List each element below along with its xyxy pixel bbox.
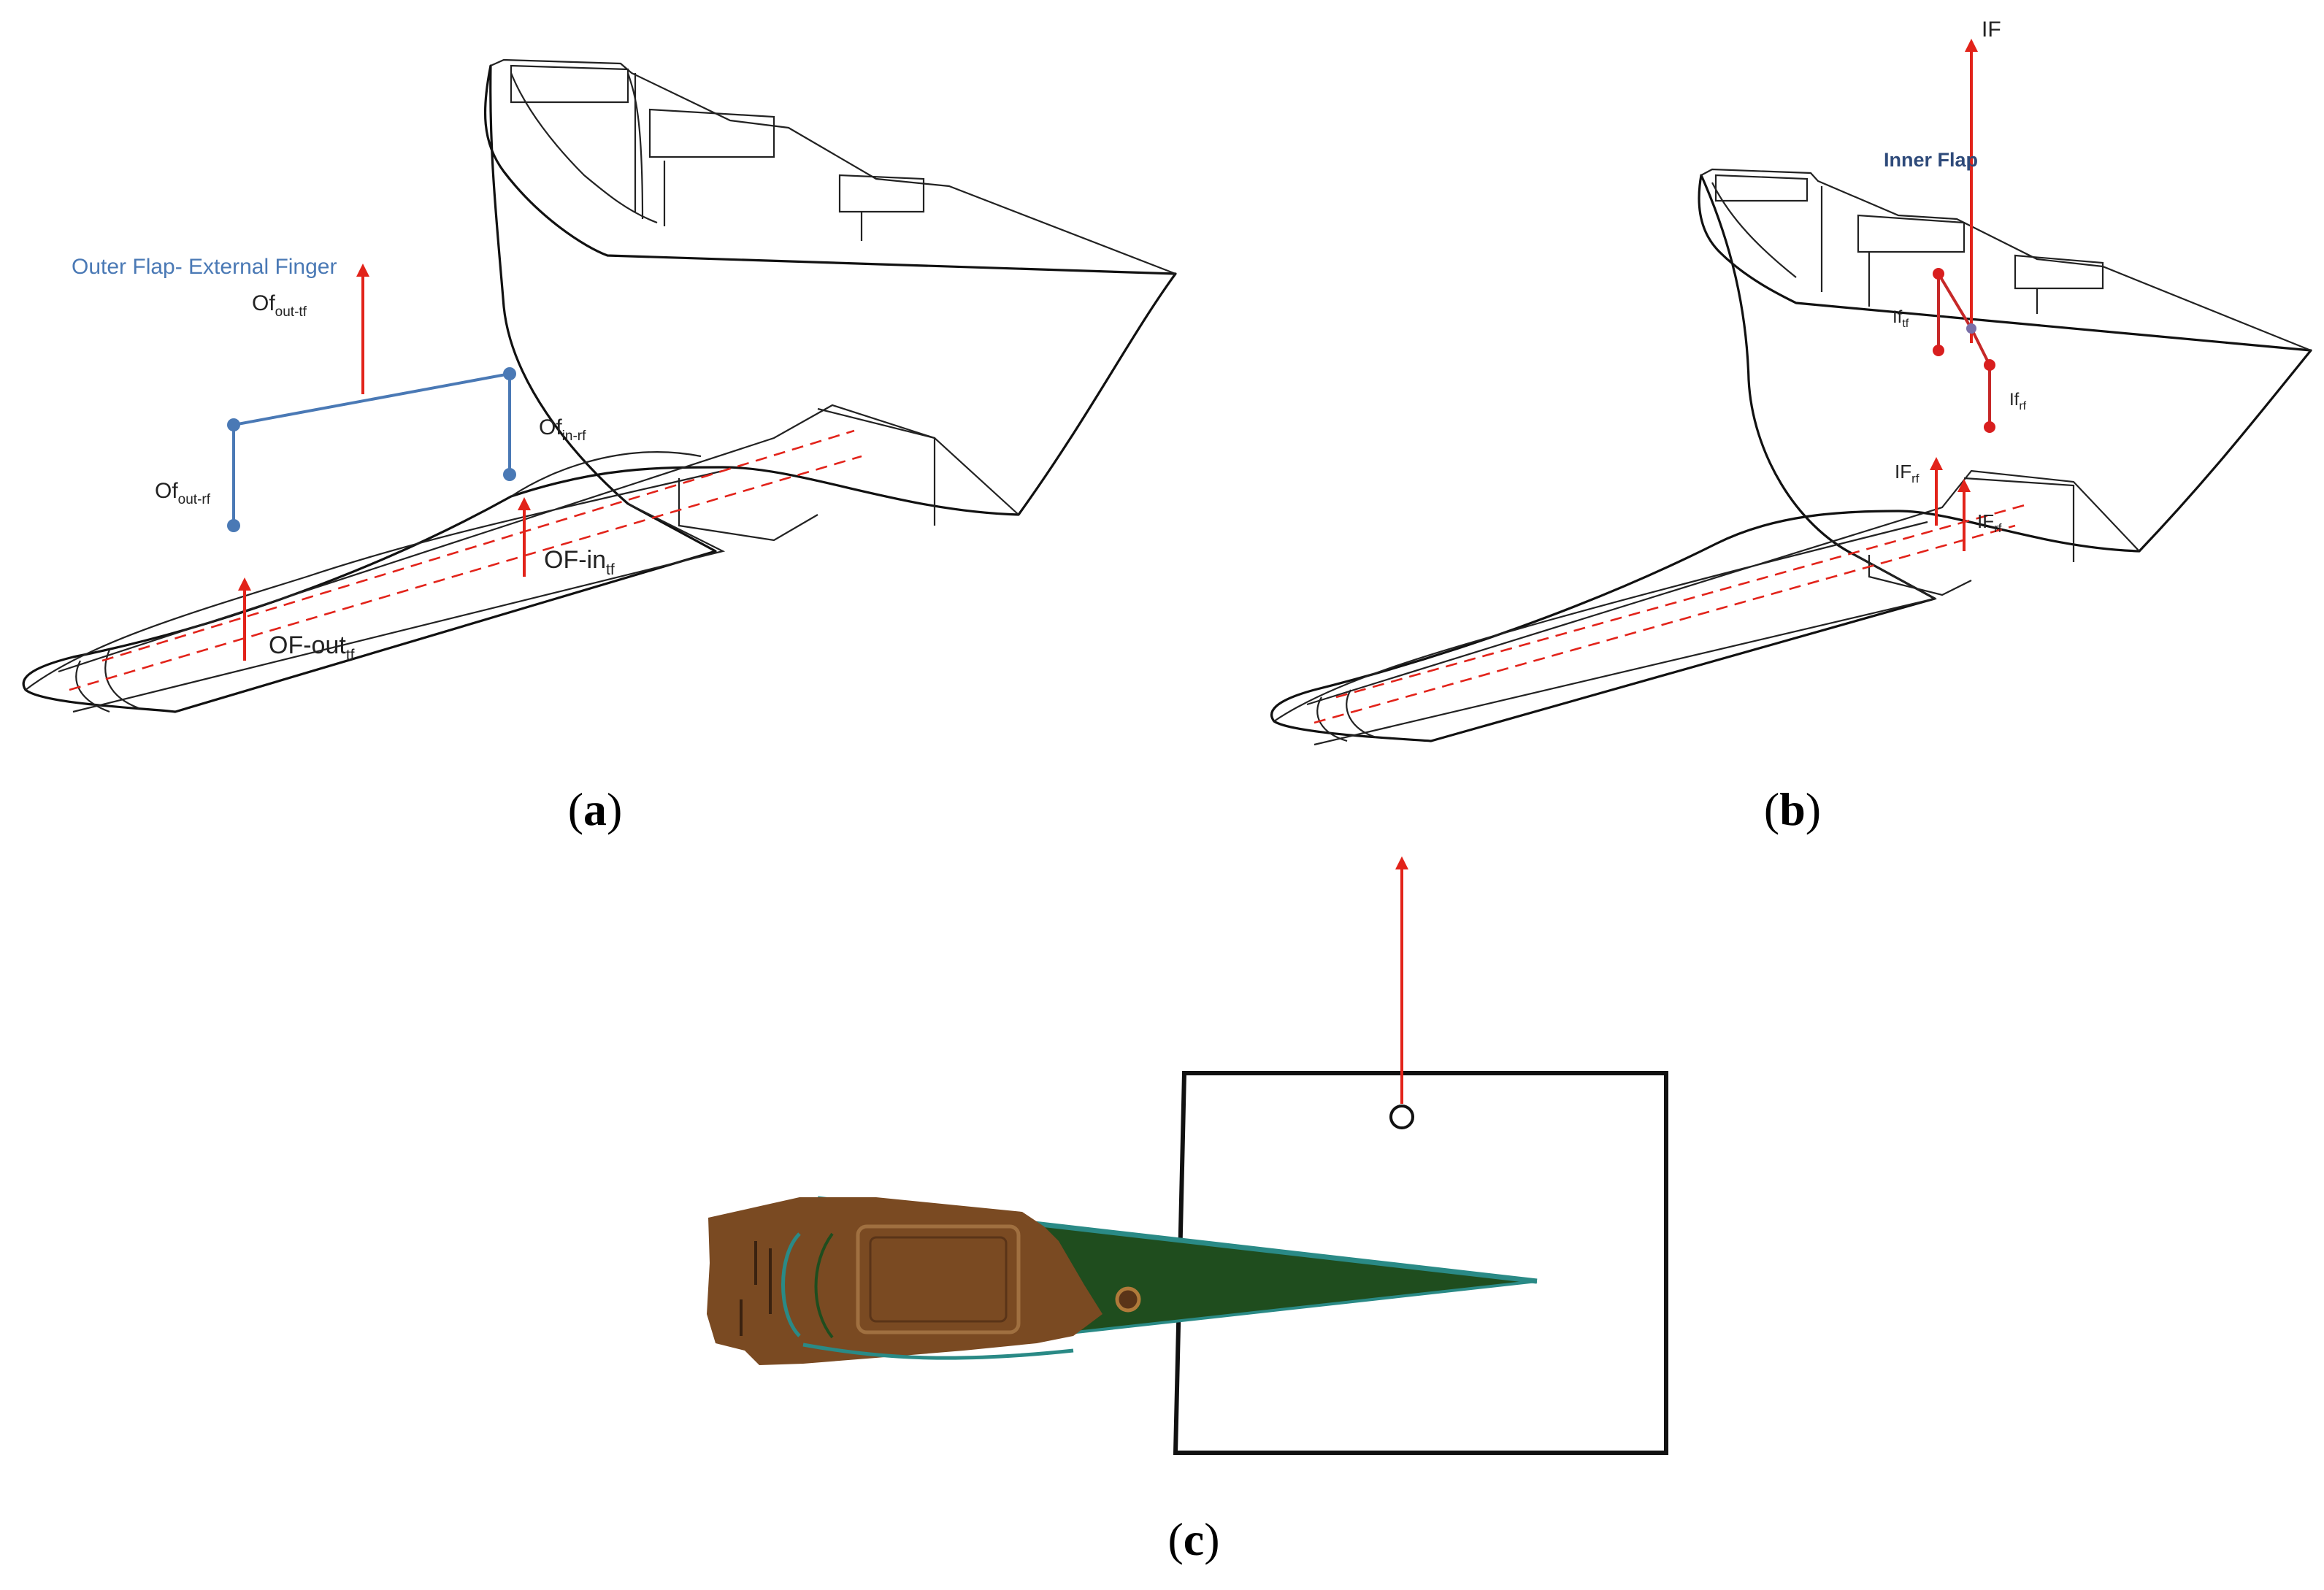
panel-a: Outer Flap- External Finger Ofout-tf Ofo… <box>22 58 1177 835</box>
label-of-in-rf: Ofin-rf <box>539 415 586 444</box>
outer-flap-title: Outer Flap- External Finger <box>72 255 337 279</box>
panel-c: (c) <box>707 856 1668 1565</box>
linkage-joint-4 <box>503 468 516 481</box>
linkage-joint-b3 <box>1984 359 1995 371</box>
frame-box <box>1173 1071 1668 1455</box>
label-if-top: IF <box>1982 18 2001 42</box>
label-if-tf: Iftf <box>1892 307 1909 330</box>
caption-b: (b) <box>1764 783 1821 835</box>
pivot-hole-flap <box>1115 1286 1141 1313</box>
label-of-out-tf-2: OF-outtf <box>269 631 355 664</box>
label-of-out-rf: Ofout-rf <box>155 479 211 507</box>
caption-c: (c) <box>1167 1513 1219 1565</box>
linkage-joint-2 <box>227 519 240 532</box>
caption-a: (a) <box>568 783 623 835</box>
label-of-in-tf: OF-intf <box>544 546 615 578</box>
label-if-rf-2: IFrf <box>1895 461 1920 485</box>
linkage-joint-b1 <box>1933 268 1944 280</box>
pivot-hole-top <box>1389 1105 1414 1129</box>
inner-flap-title: Inner Flap <box>1884 149 1978 171</box>
wing-section-b <box>1270 168 2312 746</box>
panel-b: IF Inner Flap Iftf Ifrf IFrf IFrf (b) <box>1270 18 2312 835</box>
linkage-joint-b2 <box>1933 345 1944 356</box>
outer-flap-linkage <box>227 367 516 532</box>
linkage-joint-b4 <box>1984 421 1995 433</box>
wing-section-a <box>22 58 1177 713</box>
inner-flap-linkage <box>1933 268 1995 433</box>
label-if-rf-3: IFrf <box>1977 510 2002 535</box>
flap-top-view <box>707 1196 1538 1365</box>
label-if-rf: Ifrf <box>2009 390 2027 412</box>
linkage-joint-3 <box>503 367 516 380</box>
linkage-joint-b5 <box>1966 323 1976 334</box>
label-of-out-tf: Ofout-tf <box>252 291 307 320</box>
linkage-joint-1 <box>227 418 240 431</box>
